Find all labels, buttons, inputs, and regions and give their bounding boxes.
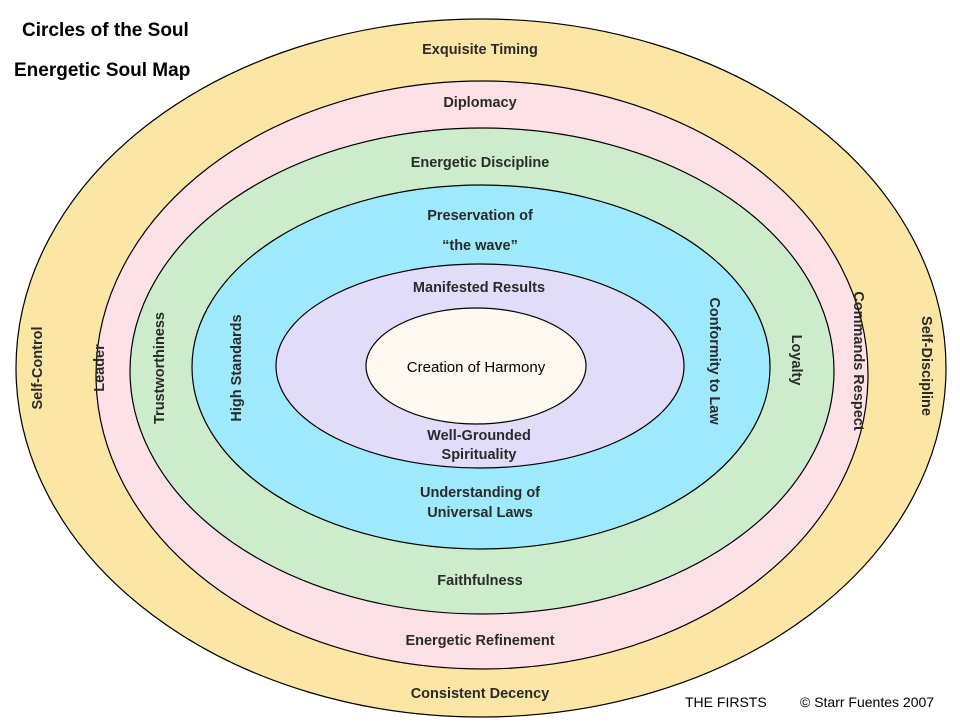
label-self-control: Self-Control (30, 327, 46, 410)
label-energetic-refinement: Energetic Refinement (405, 633, 554, 649)
label-self-discipline: Self-Discipline (918, 316, 934, 416)
label-diplomacy: Diplomacy (443, 95, 516, 111)
label-high-standards: High Standards (229, 314, 245, 421)
label-preservation-of: Preservation of (427, 208, 533, 224)
label-loyalty: Loyalty (788, 335, 804, 386)
label-understanding-of: Understanding of (420, 485, 540, 501)
label-conformity-to-law: Conformity to Law (706, 297, 722, 425)
label-energetic-discipline: Energetic Discipline (411, 155, 550, 171)
label-manifested-results: Manifested Results (413, 280, 545, 296)
diagram-subtitle: Energetic Soul Map (14, 60, 191, 81)
label-trustworthiness: Trustworthiness (152, 312, 168, 424)
label-commands-respect: Commands Respect (850, 291, 866, 431)
label-creation-of-harmony: Creation of Harmony (407, 359, 546, 376)
core-ellipse (365, 307, 587, 425)
label-spirituality: Spirituality (442, 447, 517, 463)
label-well-grounded: Well-Grounded (427, 428, 531, 444)
label-exquisite-timing: Exquisite Timing (422, 42, 538, 58)
label-the-wave: “the wave” (442, 238, 518, 254)
label-universal-laws: Universal Laws (427, 505, 533, 521)
footer-copyright: © Starr Fuentes 2007 (800, 694, 935, 710)
footer-series-label: THE FIRSTS (685, 694, 767, 710)
label-faithfulness: Faithfulness (437, 573, 522, 589)
diagram-title: Circles of the Soul (22, 20, 189, 41)
label-consistent-decency: Consistent Decency (411, 686, 550, 702)
label-leader: Leader (92, 344, 108, 392)
